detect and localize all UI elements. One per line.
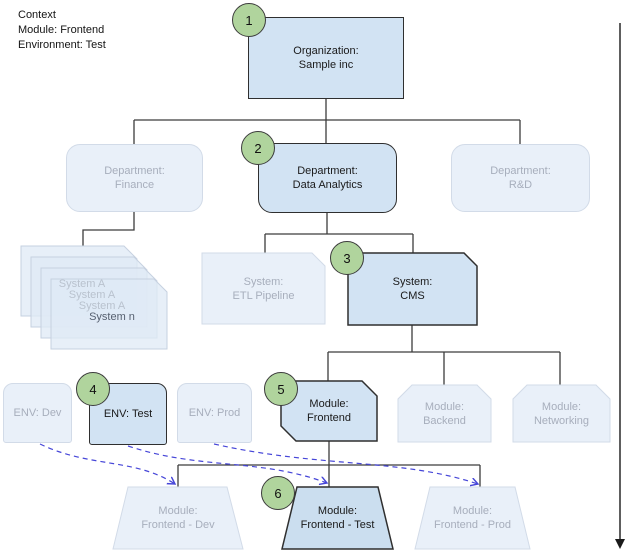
context-annotation: Context Module: Frontend Environment: Te… bbox=[18, 8, 106, 53]
system-etl-shape bbox=[201, 252, 326, 325]
step-badge-5: 5 bbox=[264, 372, 298, 406]
node-organization[interactable]: Organization: Sample inc bbox=[248, 17, 404, 99]
node-organization-label: Organization: Sample inc bbox=[293, 45, 359, 71]
system-stack-label-2: System A bbox=[68, 289, 116, 301]
node-module-frontend-dev-label: Module: Frontend - Dev bbox=[141, 505, 215, 531]
step-badge-4: 4 bbox=[76, 372, 110, 406]
step-badge-6-number: 6 bbox=[274, 485, 282, 501]
system-stack-label-1: System A bbox=[58, 278, 106, 290]
timeline-arrow-head bbox=[615, 539, 625, 549]
system-stack-label-4: System n bbox=[89, 311, 135, 323]
tree-connectors bbox=[82, 99, 561, 487]
node-module-frontend-prod[interactable]: Module: Frontend - Prod bbox=[415, 487, 530, 549]
context-environment: Environment: Test bbox=[18, 39, 106, 51]
env-prod-link-curve bbox=[213, 443, 478, 484]
step-badge-4-number: 4 bbox=[89, 381, 97, 397]
system-cms-shape bbox=[347, 252, 478, 326]
node-system-cms[interactable]: System: CMS bbox=[348, 253, 477, 325]
node-system-etl[interactable]: System: ETL Pipeline bbox=[202, 253, 325, 324]
context-module: Module: Frontend bbox=[18, 24, 105, 36]
context-title: Context bbox=[18, 9, 56, 21]
step-badge-2-number: 2 bbox=[254, 140, 262, 156]
node-dept-data-analytics[interactable]: Department: Data Analytics bbox=[258, 143, 397, 213]
node-env-prod-label: ENV: Prod bbox=[188, 407, 241, 419]
node-module-networking[interactable]: Module: Networking bbox=[513, 385, 610, 442]
module-backend-shape bbox=[397, 384, 492, 443]
node-dept-finance[interactable]: Department: Finance bbox=[66, 144, 203, 212]
node-env-dev-label: ENV: Dev bbox=[13, 407, 62, 419]
system-stack-label-3: System A bbox=[78, 300, 126, 312]
step-badge-2: 2 bbox=[241, 131, 275, 165]
node-module-frontend-test-label: Module: Frontend - Test bbox=[300, 505, 375, 531]
node-system-cms-label: System: CMS bbox=[392, 276, 433, 302]
node-module-frontend-dev[interactable]: Module: Frontend - Dev bbox=[113, 487, 243, 549]
node-module-networking-label: Module: Networking bbox=[533, 400, 590, 427]
node-env-prod[interactable]: ENV: Prod bbox=[177, 383, 252, 443]
node-module-frontend-label: Module: Frontend bbox=[306, 398, 352, 424]
module-networking-shape bbox=[512, 384, 611, 443]
node-module-frontend[interactable]: Module: Frontend bbox=[281, 381, 377, 441]
node-module-frontend-test[interactable]: Module: Frontend - Test bbox=[282, 487, 393, 549]
module-frontend-shape bbox=[280, 380, 378, 442]
node-dept-rnd-label: Department: R&D bbox=[490, 165, 551, 191]
system-stack-shape-4 bbox=[50, 278, 168, 350]
node-module-backend[interactable]: Module: Backend bbox=[398, 385, 491, 442]
node-system-stack[interactable]: System A System A System A System n bbox=[21, 246, 167, 349]
node-dept-data-analytics-label: Department: Data Analytics bbox=[292, 165, 363, 191]
step-badge-3-number: 3 bbox=[343, 250, 351, 266]
module-frontend-test-shape bbox=[281, 486, 394, 550]
module-frontend-dev-shape bbox=[112, 486, 244, 550]
step-badge-1: 1 bbox=[232, 3, 266, 37]
env-test-link-curve bbox=[127, 445, 327, 483]
step-badge-3: 3 bbox=[330, 241, 364, 275]
step-badge-5-number: 5 bbox=[277, 381, 285, 397]
node-module-backend-label: Module: Backend bbox=[423, 400, 466, 427]
step-badge-1-number: 1 bbox=[245, 12, 253, 28]
node-dept-finance-label: Department: Finance bbox=[104, 165, 165, 191]
node-module-frontend-prod-label: Module: Frontend - Prod bbox=[433, 505, 512, 531]
node-system-etl-label: System: ETL Pipeline bbox=[232, 275, 295, 302]
node-env-test-label: ENV: Test bbox=[103, 408, 153, 420]
env-dev-link-curve bbox=[39, 443, 175, 484]
step-badge-6: 6 bbox=[261, 476, 295, 510]
node-env-dev[interactable]: ENV: Dev bbox=[3, 383, 72, 443]
node-dept-rnd[interactable]: Department: R&D bbox=[451, 144, 590, 212]
module-frontend-prod-shape bbox=[414, 486, 531, 550]
